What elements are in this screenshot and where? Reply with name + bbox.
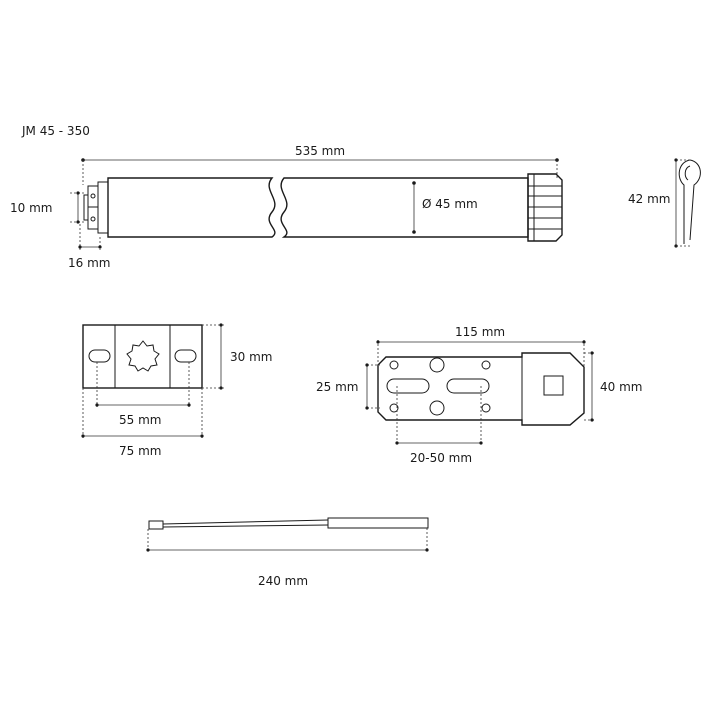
cable-drawing: 240 mm xyxy=(146,517,429,588)
cotter-pin-drawing: 42 mm xyxy=(628,158,701,248)
bracket-large-adjust-label: 20-50 mm xyxy=(410,451,472,465)
head-depth-label: 16 mm xyxy=(68,256,110,270)
bracket-small-height-label: 30 mm xyxy=(230,350,272,364)
motor-length-label: 535 mm xyxy=(295,144,345,158)
pin-length-label: 42 mm xyxy=(628,192,670,206)
bracket-small-spacing-label: 55 mm xyxy=(119,413,161,427)
motor-diameter-label: Ø 45 mm xyxy=(422,197,478,211)
bracket-small-width-label: 75 mm xyxy=(119,444,161,458)
small-bracket-drawing: 30 mm 55 mm 75 mm xyxy=(81,323,272,458)
motor-drawing: 535 mm Ø 45 mm 10 mm xyxy=(10,144,563,270)
bracket-large-height-label: 40 mm xyxy=(600,380,642,394)
head-width-label: 10 mm xyxy=(10,201,52,215)
model-label: JM 45 - 350 xyxy=(21,124,90,138)
cable-length-label: 240 mm xyxy=(258,574,308,588)
large-bracket-drawing: 115 mm 25 mm 40 mm 20-50 mm xyxy=(316,325,642,465)
bracket-large-width-label: 115 mm xyxy=(455,325,505,339)
bracket-large-slot-label: 25 mm xyxy=(316,380,358,394)
